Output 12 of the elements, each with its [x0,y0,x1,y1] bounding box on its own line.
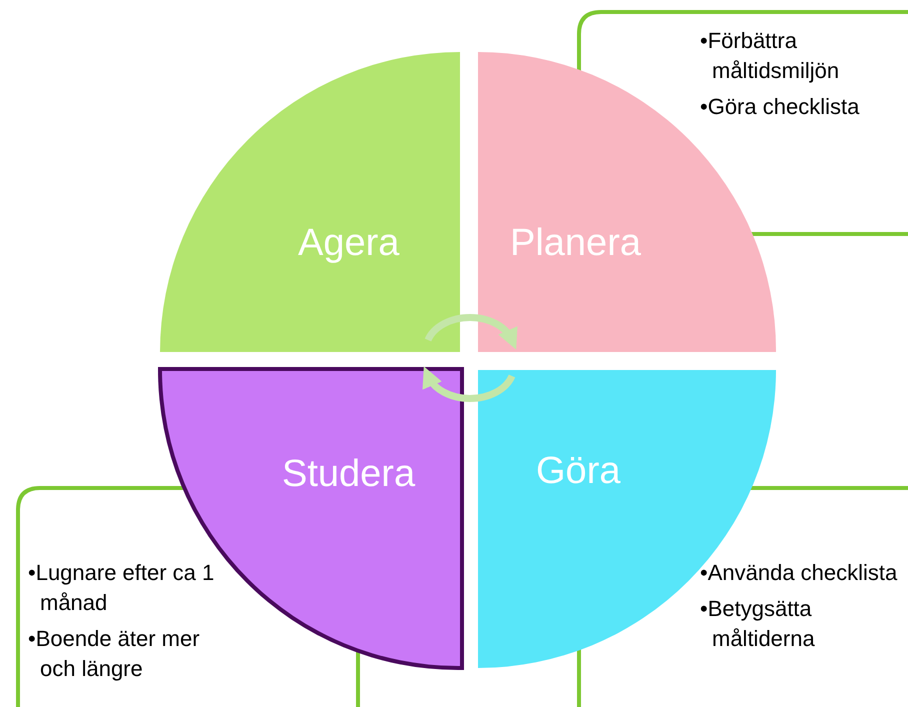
bullet-item: •Boende äter mer och längre [28,625,201,683]
quadrant-label: Studera [282,453,416,496]
cycle-arrow [424,314,517,350]
bullet-item: •Betygsätta måltiderna [700,595,816,653]
bullet-item: •Förbättra måltidsmiljön [700,27,840,85]
quadrant-label: Planera [510,222,641,265]
bullet-item: •Använda checklista [700,559,898,587]
cycle-arrow [423,366,516,402]
quadrant-label: Agera [298,222,400,265]
bullet-item: •Lugnare efter ca 1 månad [28,559,216,617]
bullet-item: •Göra checklista [700,93,860,121]
quadrant-label: Göra [536,450,620,493]
